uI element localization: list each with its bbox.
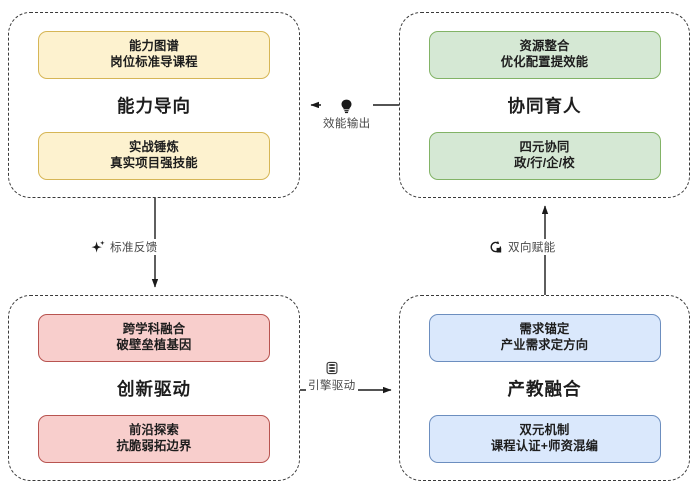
- card-line-secondary: 课程认证+师资混编: [490, 438, 599, 453]
- quadrant-title-collaborative-education: 协同育人: [507, 95, 582, 116]
- card-line-primary: 资源整合: [519, 38, 570, 53]
- quadrant-innovation-driven[interactable]: 跨学科融合 破壁垒植基因 创新驱动 前沿探索 抗脆弱拓边界: [8, 295, 300, 481]
- edge-label-engine-drive: 引擎驱动: [306, 360, 358, 393]
- card-resource-integration[interactable]: 资源整合 优化配置提效能: [428, 30, 661, 79]
- card-frontier-exploration[interactable]: 前沿探索 抗脆弱拓边界: [38, 414, 270, 463]
- sparkle-icon: [91, 240, 105, 254]
- card-line-secondary: 岗位标准导课程: [110, 54, 198, 69]
- card-line-primary: 需求锚定: [519, 321, 570, 336]
- card-line-secondary: 破壁垒植基因: [116, 337, 192, 352]
- card-line-primary: 跨学科融合: [122, 321, 186, 336]
- card-line-primary: 前沿探索: [129, 422, 179, 437]
- card-line-secondary: 政/行/企/校: [514, 155, 575, 170]
- edge-label-text: 标准反馈: [110, 241, 158, 254]
- edge-label-bidirectional-empowerment: 双向赋能: [487, 239, 558, 255]
- edge-label-text: 双向赋能: [508, 241, 556, 254]
- card-line-secondary: 优化配置提效能: [500, 54, 589, 69]
- card-line-secondary: 抗脆弱拓边界: [116, 438, 192, 453]
- card-line-secondary: 产业需求定方向: [500, 337, 589, 352]
- card-demand-anchoring[interactable]: 需求锚定 产业需求定方向: [428, 313, 661, 362]
- quadrant-industry-education-integration[interactable]: 需求锚定 产业需求定方向 产教融合 双元机制 课程认证+师资混编: [399, 295, 690, 481]
- card-line-primary: 四元协同: [519, 139, 570, 154]
- card-line-secondary: 真实项目强技能: [110, 155, 198, 170]
- quadrant-title-ability-orientation: 能力导向: [117, 95, 191, 116]
- edge-label-standard-feedback: 标准反馈: [89, 239, 160, 255]
- quadrant-ability-orientation[interactable]: 能力图谱 岗位标准导课程 能力导向 实战锤炼 真实项目强技能: [8, 12, 300, 198]
- lightbulb-icon: [340, 99, 353, 114]
- sync-icon: [489, 240, 503, 254]
- database-icon: [325, 360, 339, 376]
- edge-label-efficiency-output: 效能输出: [321, 99, 373, 131]
- quadrant-collaborative-education[interactable]: 资源整合 优化配置提效能 协同育人 四元协同 政/行/企/校: [399, 12, 690, 198]
- edge-label-text: 引擎驱动: [308, 379, 356, 392]
- card-dual-mechanism[interactable]: 双元机制 课程认证+师资混编: [428, 414, 661, 463]
- card-line-primary: 实战锤炼: [129, 139, 179, 154]
- card-line-primary: 双元机制: [519, 422, 570, 437]
- quadrant-title-industry-education-integration: 产教融合: [507, 378, 582, 399]
- card-interdisciplinary-fusion[interactable]: 跨学科融合 破壁垒植基因: [38, 313, 270, 362]
- card-practical-training[interactable]: 实战锤炼 真实项目强技能: [38, 131, 270, 180]
- card-four-party-collaboration[interactable]: 四元协同 政/行/企/校: [428, 131, 661, 180]
- card-ability-map[interactable]: 能力图谱 岗位标准导课程: [38, 30, 270, 79]
- card-line-primary: 能力图谱: [129, 38, 179, 53]
- edge-label-text: 效能输出: [323, 117, 371, 130]
- quadrant-title-innovation-driven: 创新驱动: [117, 378, 191, 399]
